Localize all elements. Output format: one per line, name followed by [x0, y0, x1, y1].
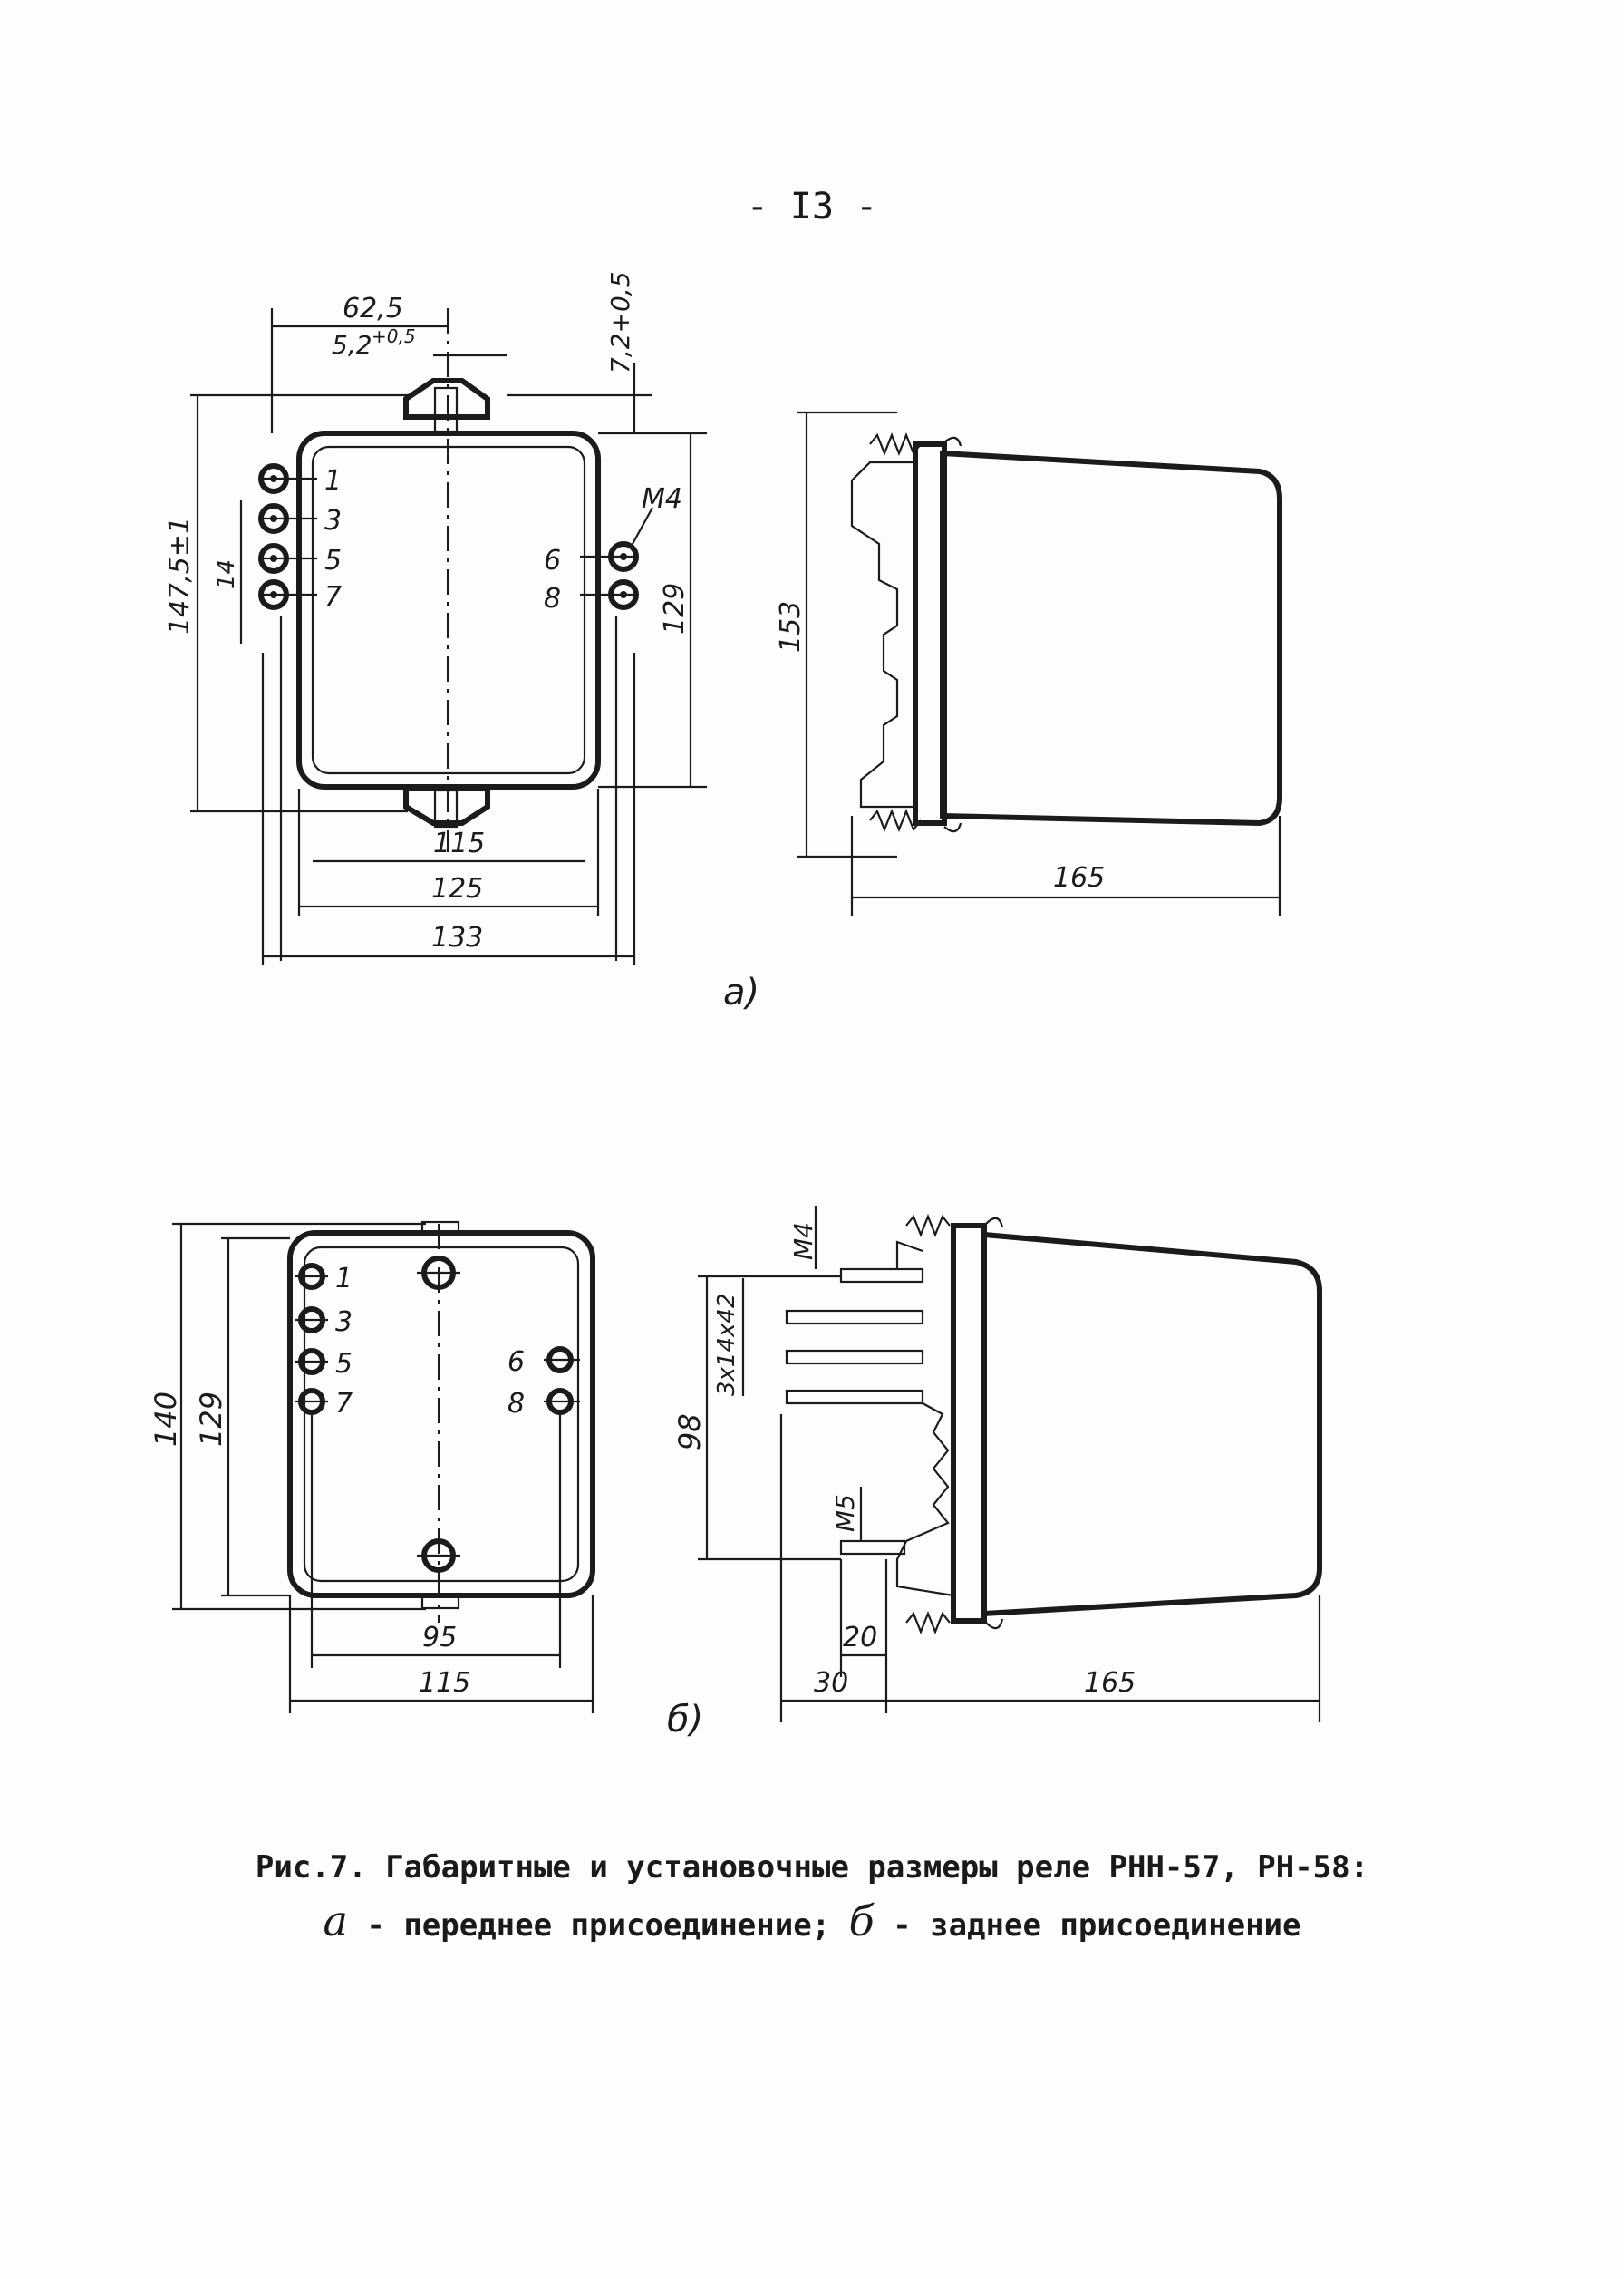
view-b-terminal-label-3: 3: [335, 1306, 353, 1338]
view-a-terminal-label-5: 5: [324, 545, 342, 577]
view-a-thread-label: M4: [642, 483, 682, 515]
view-b-side-cover: [981, 1231, 1322, 1617]
view-a-terminal-label-7: 7: [324, 581, 342, 613]
view-a-terminal-label-3: 3: [324, 505, 342, 537]
view-a-side-flange: [913, 441, 947, 826]
caption-letter-a: а: [323, 1896, 348, 1945]
view-b-terminal-label-5: 5: [335, 1348, 353, 1380]
view-a-side-cover: [940, 450, 1282, 827]
dim-a-top-width: 62,5: [343, 293, 403, 325]
dim-a-overall-height: 147,5±1: [164, 517, 196, 635]
view-a-left-terminals: [258, 463, 317, 610]
view-a-front: 1 3 5 7 6 8 M4: [164, 271, 707, 965]
view-b-left-terminals: [295, 1263, 328, 1415]
figure-caption-line2: а - переднее присоединение; б - заднее п…: [0, 1896, 1624, 1945]
view-b-studs: [785, 1267, 924, 1556]
page-number: - I3 -: [746, 186, 878, 228]
caption-letter-b: б: [848, 1896, 875, 1945]
dim-b-hole-spacing: 95: [422, 1622, 457, 1653]
dim-a-terminal-pitch: 14: [213, 559, 240, 589]
view-a-bottom-lug: [403, 786, 490, 826]
dim-b-stud-span: 98: [672, 1413, 707, 1450]
view-b-side-flange: [951, 1223, 987, 1624]
view-a-terminal-label-8: 8: [544, 583, 561, 615]
figure-caption-line1: Рис.7. Габаритные и установочные размеры…: [255, 1849, 1369, 1886]
dim-a-mid-width: 125: [431, 873, 483, 905]
view-a-side-terminal-block: [850, 461, 915, 809]
view-b-body-inner: [303, 1246, 580, 1583]
view-a-top-lug: [403, 378, 490, 420]
dim-a-side-height-153: 153: [775, 601, 807, 653]
dim-b-inner-height: 129: [194, 1392, 228, 1447]
view-a-terminal-label-6: 6: [544, 545, 561, 577]
dim-b-stud-length: 20: [843, 1622, 877, 1653]
view-b-rear: 1 3 5 7 6 8 140 129 95: [149, 1220, 595, 1713]
dim-b-thread-bottom: M5: [830, 1494, 860, 1532]
view-b-side: M4 3x14x42 98 M5 20 30 165: [672, 1206, 1322, 1722]
view-b-terminal-label-8: 8: [508, 1388, 525, 1420]
dim-b-thread-top: M4: [788, 1222, 818, 1260]
dim-b-stud-spec: 3x14x42: [713, 1294, 740, 1396]
view-b-right-terminals: [544, 1346, 580, 1415]
dim-a-overall-width: 133: [431, 922, 483, 954]
dim-b-overall-height: 140: [149, 1392, 183, 1447]
view-b-label: б): [667, 1699, 703, 1741]
dim-a-screw-offset: 5,2: [332, 330, 372, 360]
view-b-terminal-label-6: 6: [508, 1346, 525, 1378]
dim-b-overall-width: 115: [419, 1667, 470, 1699]
dim-a-depth: 165: [1053, 862, 1105, 894]
dim-a-top-clearance: 7,2+0,5: [605, 271, 635, 373]
dim-a-inner-width: 115: [433, 828, 485, 859]
view-a-side: 153 165: [775, 411, 1282, 916]
dim-a-side-height: 129: [659, 583, 691, 635]
view-a-terminal-label-1: 1: [324, 465, 342, 497]
dim-a-screw-offset-tol: +0,5: [372, 325, 416, 347]
view-b-terminal-label-1: 1: [335, 1263, 353, 1295]
caption-text-b: - заднее присоединение: [874, 1907, 1301, 1944]
dim-b-offset: 30: [814, 1667, 848, 1699]
view-b-terminal-label-7: 7: [335, 1388, 353, 1420]
view-a-right-terminals: [580, 507, 653, 610]
view-a-label: а): [723, 972, 759, 1013]
caption-text-a: - переднее присоединение;: [347, 1907, 849, 1944]
dim-b-depth: 165: [1084, 1667, 1136, 1699]
